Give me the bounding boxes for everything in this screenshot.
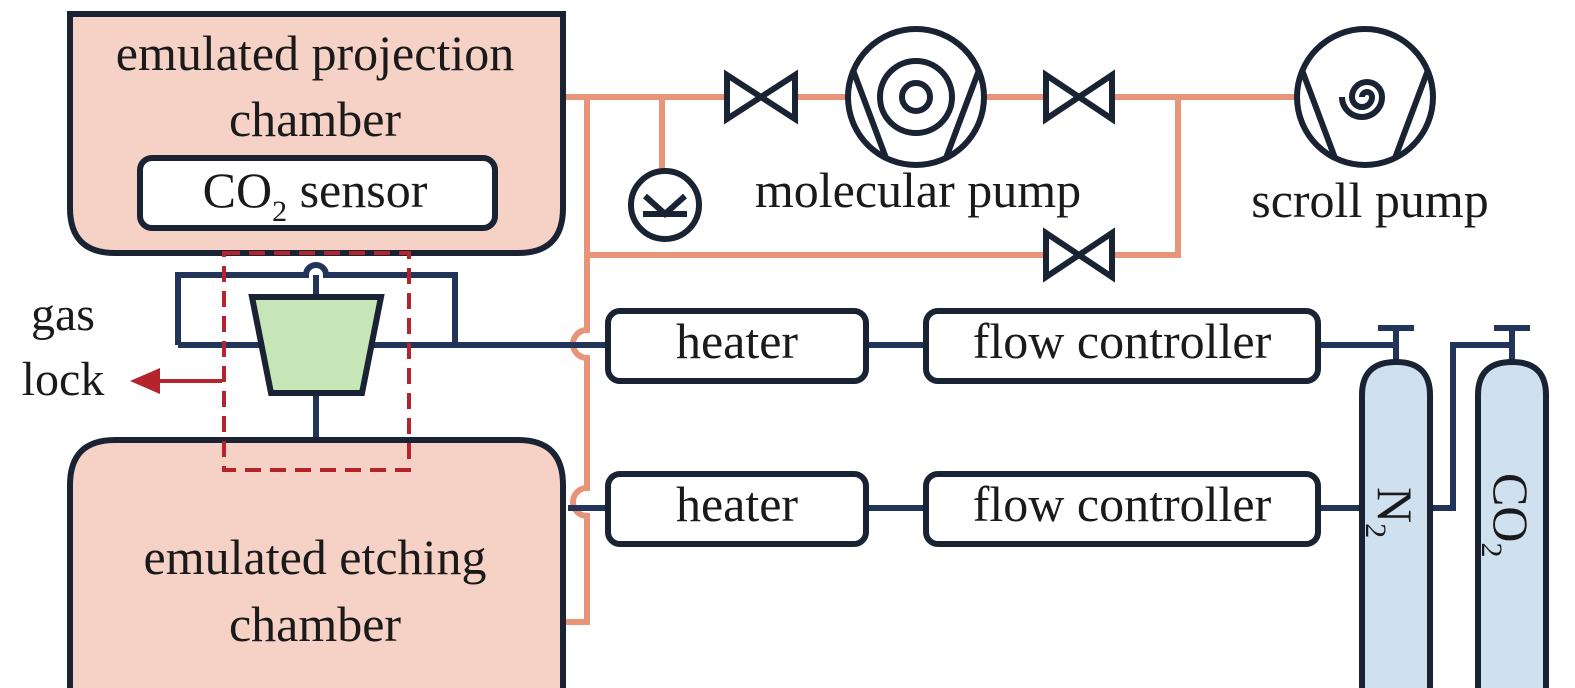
gas-line-2: heater flow controller xyxy=(605,471,1321,547)
heater-label: heater xyxy=(676,313,798,369)
co2-sensor-box xyxy=(137,155,498,231)
valve-icon xyxy=(755,69,798,125)
molecular-pump-icon xyxy=(845,26,987,168)
flow-controller-box xyxy=(923,471,1321,547)
gas-lock-valve xyxy=(248,294,385,396)
valve-icon xyxy=(1073,227,1115,283)
heater-label: heater xyxy=(676,476,798,532)
n2-cylinder-label: N2 xyxy=(1359,487,1423,538)
gas-lock-arrow-icon xyxy=(130,368,160,394)
valve-icon xyxy=(1043,69,1085,125)
flow-controller-box xyxy=(923,308,1321,384)
heater-box xyxy=(605,471,869,547)
valve-icon xyxy=(1073,69,1115,125)
n2-cylinder: N2 xyxy=(1359,358,1433,688)
co2-cylinder-label: CO2 xyxy=(1475,473,1539,557)
projection-chamber-label-line1: emulated projection xyxy=(116,25,514,81)
gas-lock-label-line1: gas xyxy=(31,288,95,341)
etching-chamber-label-line1: emulated etching xyxy=(144,529,487,585)
scroll-pump-icon xyxy=(1294,26,1436,168)
valves xyxy=(724,69,1115,283)
scroll-pump-label: scroll pump xyxy=(1251,172,1488,228)
gas-piping xyxy=(175,262,1530,511)
co2-cylinder: CO2 xyxy=(1475,358,1549,688)
pressure-gauge-icon xyxy=(628,168,702,242)
gas-lock-label-line2: lock xyxy=(22,353,105,406)
projection-chamber-label-line2: chamber xyxy=(229,91,401,147)
flow-controller-label: flow controller xyxy=(973,313,1272,369)
etching-chamber-label-line2: chamber xyxy=(229,596,401,652)
gas-line-1: heater flow controller xyxy=(605,308,1321,384)
etching-chamber: emulated etching chamber xyxy=(67,437,566,688)
gas-lock: gas lock xyxy=(22,251,411,472)
valve-icon xyxy=(1043,227,1085,283)
projection-chamber: emulated projection chamber CO2 sensor xyxy=(67,11,566,256)
flow-controller-label: flow controller xyxy=(973,476,1272,532)
valve-icon xyxy=(724,69,767,125)
co2-sensor-label: CO2 sensor xyxy=(203,162,428,228)
heater-box xyxy=(605,308,869,384)
molecular-pump-label: molecular pump xyxy=(755,162,1081,218)
